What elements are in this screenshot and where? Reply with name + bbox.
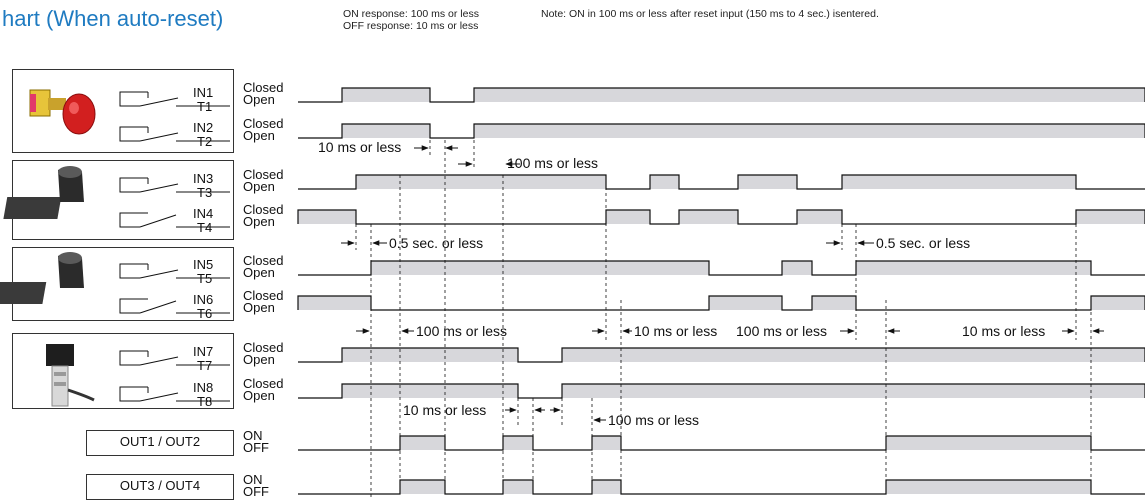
- input-channel-label: IN5: [193, 257, 213, 272]
- timing-annotation-text: 10 ms or less: [962, 323, 1045, 339]
- input-channel-label: IN2: [193, 120, 213, 135]
- timing-annotation-text: 100 ms or less: [608, 412, 699, 428]
- timing-annotation: 0.5 sec. or less: [341, 235, 483, 251]
- timing-annotation-text: 10 ms or less: [403, 402, 486, 418]
- terminal-label: T5: [197, 271, 212, 286]
- emergency-stop-icon: [30, 90, 95, 134]
- timing-annotation: 100 ms or less: [458, 155, 598, 171]
- state-label-open: Open: [243, 300, 275, 315]
- timing-annotation-text: 10 ms or less: [634, 323, 717, 339]
- interlock-switch-icon: [46, 344, 94, 406]
- state-label-open: Open: [243, 214, 275, 229]
- timing-annotation-text: 10 ms or less: [318, 139, 401, 155]
- timing-annotation-text: 0.5 sec. or less: [876, 235, 970, 251]
- state-label-off: OFF: [243, 440, 269, 455]
- state-label-open: Open: [243, 92, 275, 107]
- terminal-label: T8: [197, 394, 212, 409]
- input-channel-label: IN6: [193, 292, 213, 307]
- state-label-open: Open: [243, 265, 275, 280]
- timing-annotation: 10 ms or less: [592, 323, 717, 339]
- timing-annotation-text: 0.5 sec. or less: [389, 235, 483, 251]
- input-channel-label: IN4: [193, 206, 213, 221]
- terminal-label: T6: [197, 306, 212, 321]
- input-channel-label: IN1: [193, 85, 213, 100]
- timing-annotation: 100 ms or less: [594, 412, 699, 428]
- terminal-label: T7: [197, 358, 212, 373]
- door-switch-icon: [3, 166, 84, 219]
- state-label-open: Open: [243, 388, 275, 403]
- timing-annotation: 100 ms or less: [736, 323, 854, 339]
- timing-annotation: 0.5 sec. or less: [826, 235, 970, 251]
- timing-annotation: 10 ms or less: [318, 139, 458, 155]
- timing-annotation: 10 ms or less: [888, 323, 1104, 339]
- timing-annotation-text: 100 ms or less: [416, 323, 507, 339]
- input-channel-label: IN8: [193, 380, 213, 395]
- timing-annotation: 10 ms or less: [403, 402, 560, 418]
- input-channel-label: IN3: [193, 171, 213, 186]
- timing-annotation-text: 100 ms or less: [507, 155, 598, 171]
- state-label-open: Open: [243, 128, 275, 143]
- terminal-label: T4: [197, 220, 212, 235]
- door-switch-icon: [0, 252, 84, 304]
- terminal-label: T2: [197, 134, 212, 149]
- timing-annotation: 100 ms or less: [356, 323, 507, 339]
- terminal-label: T3: [197, 185, 212, 200]
- terminal-label: T1: [197, 99, 212, 114]
- input-channel-label: IN7: [193, 344, 213, 359]
- state-label-open: Open: [243, 179, 275, 194]
- state-label-off: OFF: [243, 484, 269, 499]
- timing-annotation-text: 100 ms or less: [736, 323, 827, 339]
- state-label-open: Open: [243, 352, 275, 367]
